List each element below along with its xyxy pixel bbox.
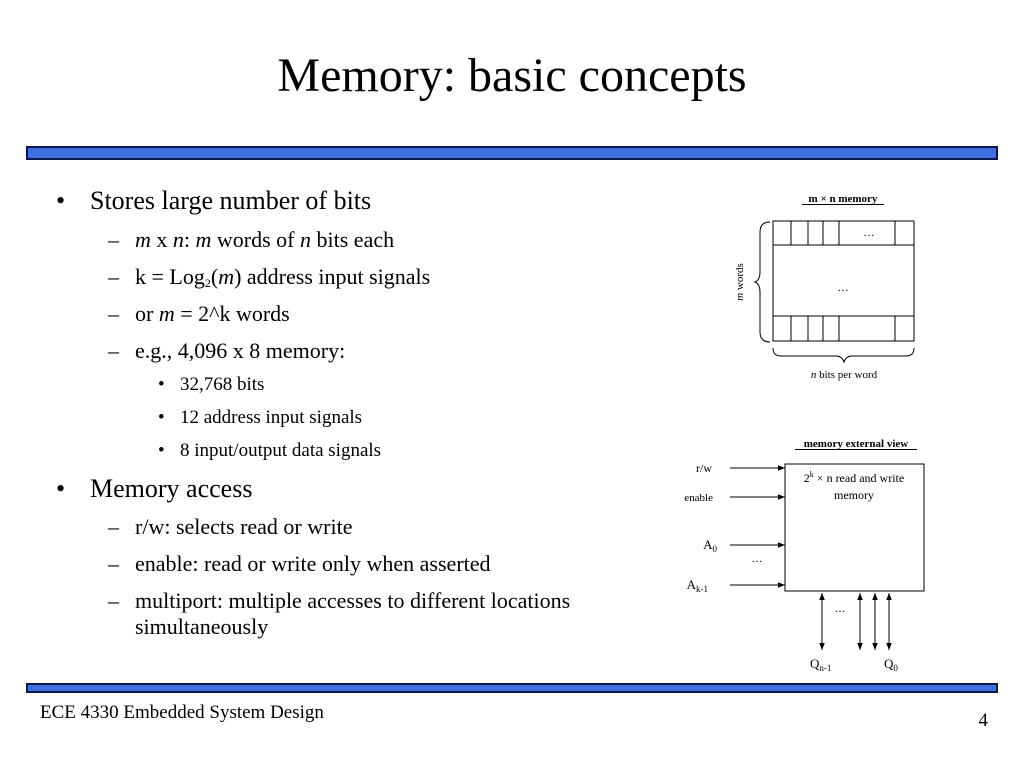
bullet-marker: – [108,338,119,363]
bullet-marker: – [108,588,119,613]
text-part: : [183,227,196,252]
bullet-marker: • [56,474,66,503]
var-m: m [158,301,175,326]
sub-bullet-word-count: –or m = 2^k words [108,301,290,327]
q-letter: Q [884,656,894,671]
bullet-marker: – [108,551,119,576]
words-var: m [734,293,746,301]
text-part: words of [211,227,301,252]
bullet-marker: – [108,514,119,539]
bullet-memory-access: • Memory access [56,474,253,504]
memory-box [784,463,925,592]
address-ellipsis: … [752,553,763,565]
ak-signal-label: Ak-1 [687,577,708,594]
rw-signal-label: r/w [696,461,712,475]
bits-brace [772,347,915,364]
var-m: m [135,227,151,252]
grid-outline [772,220,915,342]
grid-ellipsis: … [864,227,875,239]
q0-subscript: 0 [893,663,898,673]
a0-subscript: 0 [713,544,718,554]
q0-signal-label: Q0 [884,656,898,673]
text-part: ) address input signals [234,264,431,289]
sub-bullet-enable: –enable: read or write only when asserte… [108,551,491,577]
words-brace [753,221,771,343]
bullet-text: r/w: selects read or write [135,514,353,539]
bullet-marker: – [108,264,119,289]
ak-subscript: k-1 [696,584,708,594]
example-item-bits: • 32,768 bits [158,374,265,396]
grid-title: m × n memory [809,193,878,205]
text-part: k = Log [135,264,205,289]
qn1-subscript: n-1 [819,663,831,673]
bullet-marker: • [158,407,165,428]
bullet-marker: – [108,301,119,326]
sub-bullet-m-x-n: –m x n: m words of n bits each [108,227,395,253]
bullet-text: Memory access [90,474,253,503]
var-n: n [172,227,184,252]
box-base: 2 [804,471,810,485]
grid-ellipsis: … [838,282,849,294]
log-base: 2 [204,276,211,290]
bullet-text: 8 input/output data signals [180,440,382,461]
bullet-text: 32,768 bits [180,374,265,395]
bullet-text-continued: simultaneously [135,614,269,639]
text-part: ( [210,264,219,289]
bullet-text: e.g., 4,096 x 8 memory: [135,338,346,363]
memory-grid-diagram: m × n memory … … m words n bits per word [734,193,915,381]
var-m: m [218,264,235,289]
memory-box-label-line2: memory [834,488,874,502]
bullet-stores-bits: • Stores large number of bits [56,186,372,216]
text-part: bits each [311,227,395,252]
bottom-divider-bar [26,683,998,693]
bullet-text: multiport: multiple accesses to differen… [135,588,571,613]
bullet-marker: • [56,186,66,215]
sub-bullet-rw: –r/w: selects read or write [108,514,353,540]
a0-signal-label: A0 [703,537,717,554]
var-n: n [300,227,312,252]
memory-box-label: 2k × n read and write [804,470,904,485]
bullet-marker: • [158,374,165,395]
bullet-marker: – [108,227,119,252]
slide-title: Memory: basic concepts [277,49,747,102]
bullet-text: Stores large number of bits [90,186,372,215]
words-label: m words [734,263,746,301]
q-letter: Q [810,656,820,671]
bullet-text: 12 address input signals [180,407,363,428]
bullet-text: enable: read or write only when asserted [135,551,491,576]
sub-bullet-example: –e.g., 4,096 x 8 memory: [108,338,346,364]
memory-external-diagram: memory external view 2k × n read and wri… [684,438,925,673]
footer-course-title: ECE 4330 Embedded System Design [40,702,324,723]
text-part: or [135,301,159,326]
bits-var: n [811,369,817,381]
sub-bullet-address-signals: –k = Log2(m) address input signals [108,264,431,291]
text-part: x [150,227,173,252]
memory-grid [772,220,915,342]
external-view-title: memory external view [804,438,909,450]
qn1-signal-label: Qn-1 [810,656,831,673]
example-item-address: • 12 address input signals [158,407,363,429]
bullet-marker: • [158,440,165,461]
a-letter: A [687,577,697,592]
bits-label: n bits per word [811,369,878,381]
a-letter: A [703,537,713,552]
words-text: words [734,263,746,293]
var-m: m [195,227,212,252]
page-number: 4 [978,710,989,731]
bits-text: bits per word [816,369,877,381]
data-ellipsis: … [835,603,846,615]
example-item-data-signals: • 8 input/output data signals [158,440,382,462]
box-text: × n read and write [814,471,904,485]
box-exponent: k [810,470,814,479]
sub-bullet-multiport: –multiport: multiple accesses to differe… [108,588,571,640]
text-part: = 2^k words [174,301,290,326]
enable-signal-label: enable [684,492,713,504]
top-divider-bar [26,146,998,160]
